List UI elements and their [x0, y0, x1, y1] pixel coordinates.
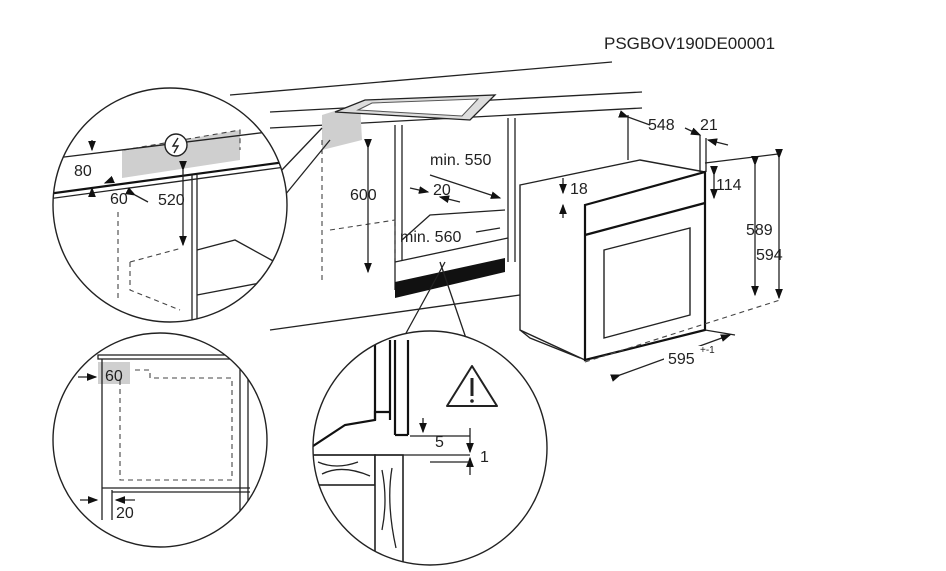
detail-warning-gap: 5 1: [312, 330, 548, 566]
niche-width-label: min. 550: [430, 152, 491, 169]
oven-width-label: 595: [668, 351, 695, 368]
bottom-gap-label: 20: [116, 505, 134, 522]
socket-depth-label: 60: [110, 191, 128, 208]
socket-area: [322, 103, 362, 150]
gap-5-label: 5: [435, 434, 444, 451]
body-height-label: 589: [746, 222, 773, 239]
top-offset-label: 18: [570, 181, 588, 198]
width-tolerance-label: +-1: [700, 345, 715, 356]
document-code: PSGBOV190DE00001: [604, 34, 775, 53]
electric-hazard-icon: [164, 133, 188, 157]
socket-height-label: 80: [74, 163, 92, 180]
back-gap-label: 20: [433, 182, 451, 199]
oven-view: 548 21 18 114 589 594 595 +-1: [519, 110, 783, 382]
oven-depth-label: 548: [648, 117, 675, 134]
top-depth-label: 60: [105, 368, 123, 385]
total-height-label: 594: [756, 247, 783, 264]
plinth: [395, 258, 505, 298]
detail-side-view: 60 20: [52, 332, 268, 548]
niche-depth-label: min. 560: [400, 229, 461, 246]
detail-power-socket: 80 60 520: [52, 87, 288, 323]
niche-height-label: 600: [350, 187, 377, 204]
socket-clearance-label: 520: [158, 192, 185, 209]
front-thickness-label: 21: [700, 117, 718, 134]
kitchen-unit-view: 600 min. 550 20 min. 560: [229, 61, 643, 331]
panel-height-label: 114: [716, 177, 742, 194]
gap-1-label: 1: [480, 449, 489, 466]
